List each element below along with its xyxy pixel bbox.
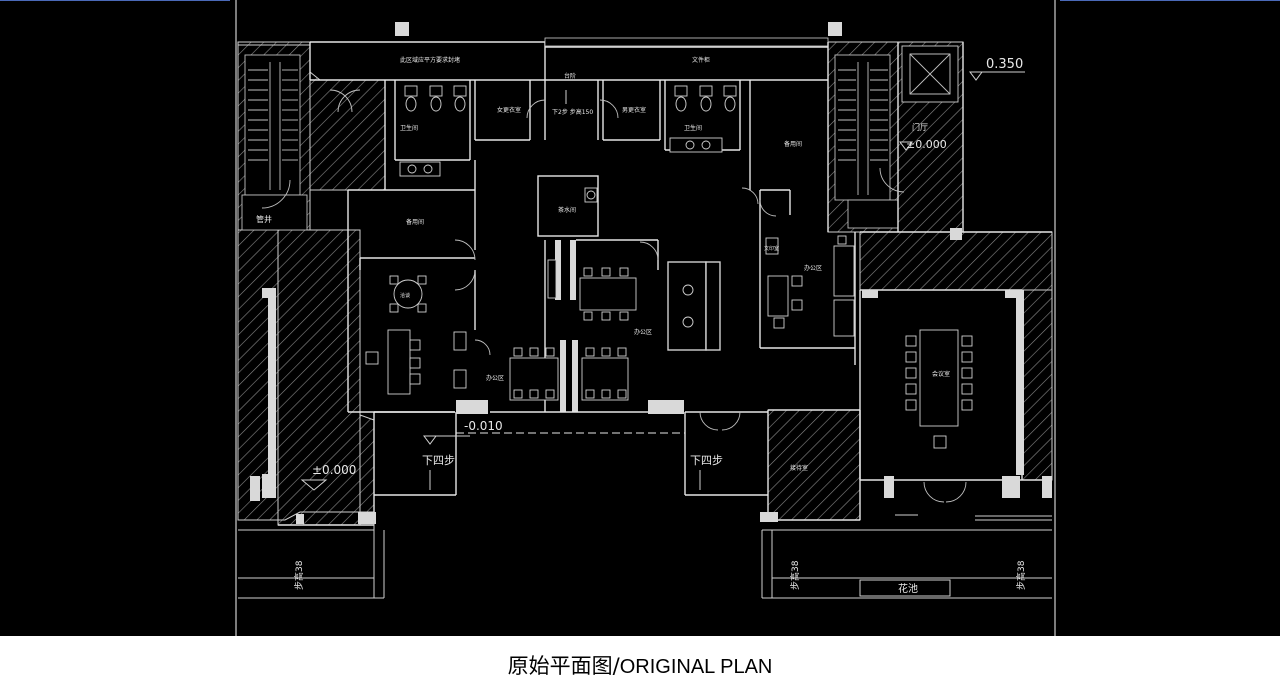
hatch-reception: [767, 409, 861, 521]
floor-plan-drawing: 0.350 ±0.000 -0.010 ±0.000 下四步 下四步 下2步 步…: [0, 0, 1280, 636]
hatch-right-edge: [1021, 289, 1053, 481]
label-vestibule: 门厅: [912, 122, 928, 132]
sheet-background: [0, 0, 1280, 636]
floor-plan-svg: 0.350 ±0.000 -0.010 ±0.000 下四步 下四步 下2步 步…: [0, 0, 1280, 636]
label-spare-right: 备用间: [784, 140, 802, 148]
stair-label-mid: 步高38: [789, 560, 801, 590]
left-stair: [241, 54, 308, 231]
level-stair-right: ±0.000: [906, 138, 947, 151]
toilet-fixtures: [399, 85, 737, 203]
labels: 0.350 ±0.000 -0.010 ±0.000 下四步 下四步 下2步 步…: [256, 56, 1027, 595]
step-note-center: 下2步 步高150: [552, 108, 593, 116]
step-note-right: 下四步: [690, 454, 723, 467]
level-top-right: 0.350: [986, 57, 1023, 72]
label-toilet-right: 卫生间: [684, 124, 702, 132]
label-garden: 花池: [898, 582, 918, 595]
level-entrance: -0.010: [464, 419, 503, 433]
caption-chinese: 原始平面图/: [507, 654, 620, 678]
column-top-left: [395, 22, 409, 36]
label-top-note: 此区域应平方要求封堵: [400, 56, 460, 64]
doors: [261, 89, 967, 503]
hatch-right-band: [859, 231, 1053, 291]
stair-label-right: 步高38: [1015, 560, 1027, 590]
label-office-3: 办公区: [804, 264, 822, 272]
label-meeting-small: 洽谈: [400, 292, 410, 299]
label-conference: 会议室: [932, 370, 950, 378]
caption-english: ORIGINAL PLAN: [619, 656, 773, 678]
right-stair: [834, 54, 899, 229]
terraces: [238, 514, 1052, 599]
elevator-shaft: [901, 45, 959, 103]
label-spare-left: 备用间: [406, 218, 424, 226]
walls: [278, 22, 1052, 526]
label-platform: 台阶: [564, 72, 576, 80]
label-file-cabinet: 文件柜: [692, 56, 710, 64]
label-women-change: 女更衣室: [497, 106, 521, 114]
column-top-right: [828, 22, 842, 36]
label-tea-room: 茶水间: [558, 206, 576, 214]
level-markers: [300, 71, 1025, 491]
stair-label-left: 步高38: [293, 560, 305, 590]
label-reception: 接待室: [790, 464, 808, 472]
label-office-2: 办公区: [634, 328, 652, 336]
label-toilet-left: 卫生间: [400, 124, 418, 132]
step-note-left: 下四步: [422, 454, 455, 467]
furniture: [365, 235, 973, 449]
structural-columns: [250, 228, 1052, 524]
level-left-corridor: ±0.000: [312, 463, 356, 477]
step-arrows: [429, 90, 701, 490]
stairs: [241, 45, 959, 231]
label-men-change: 男更衣室: [622, 106, 646, 114]
drawing-caption: 原始平面图/ORIGINAL PLAN: [0, 644, 1280, 688]
label-shaft: 管井: [256, 214, 272, 224]
label-office-1: 办公区: [486, 374, 504, 382]
label-file-room: 文印室: [764, 245, 779, 252]
